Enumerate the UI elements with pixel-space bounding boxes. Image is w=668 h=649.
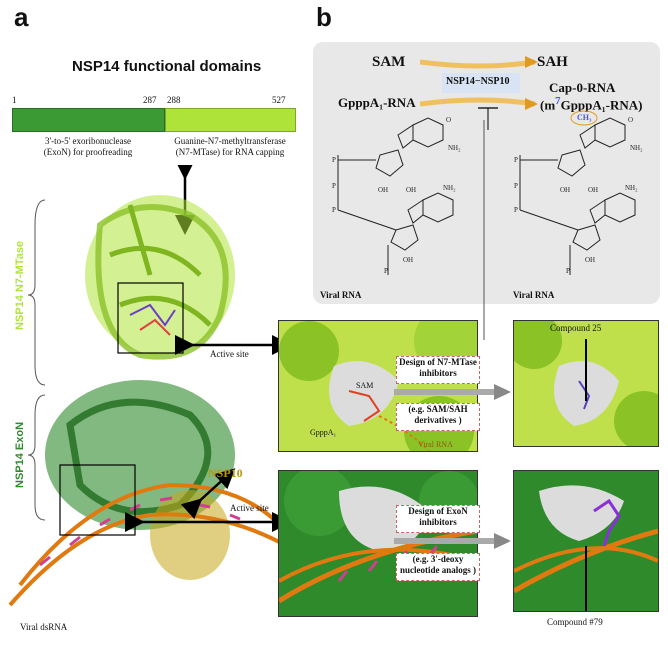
product-prefix: (m xyxy=(540,97,556,113)
svg-text:NH₂: NH₂ xyxy=(630,144,643,152)
panel-letter-b: b xyxy=(316,2,332,32)
cap0-structure-right: P P P OH OH O NH₂ NH₂ OH P xyxy=(514,110,643,275)
tick-288: 288 xyxy=(167,95,181,105)
mtase-brace xyxy=(27,199,46,386)
domains-title: NSP14 functional domains xyxy=(72,58,262,75)
design-exon-line-1: Design of ExoN xyxy=(408,506,468,516)
sam-label: SAM xyxy=(372,54,406,70)
label-nsp10: NSP10 xyxy=(208,466,243,480)
product-sup: 7 xyxy=(555,95,561,107)
svg-text:OH: OH xyxy=(378,186,388,194)
exon-desc-line-1: 3'-to-5' exoribonuclease xyxy=(45,136,131,146)
svg-text:P: P xyxy=(332,182,336,190)
svg-text:NH₂: NH₂ xyxy=(443,184,456,192)
compound-25-label: Compound 25 xyxy=(550,323,602,333)
example-mtase-line-1: (e.g. SAM/SAH xyxy=(408,404,468,414)
svg-text:NH₂: NH₂ xyxy=(625,184,638,192)
nsp14-structure-illustration xyxy=(8,165,290,607)
exon-desc-line-2: (ExoN) for proofreading xyxy=(43,147,133,157)
exon-domain-bar xyxy=(12,108,165,132)
label-nsp14-exon: NSP14 ExoN xyxy=(14,421,26,488)
example-exon-line-1: (e.g. 3'-deoxy xyxy=(412,554,464,564)
mtase-desc-line-1: Guanine-N7-methyltransferase xyxy=(174,136,286,146)
active-site-label-1: Active site xyxy=(210,349,249,359)
example-exon-line-2: nucleotide analogs ) xyxy=(399,565,476,575)
svg-text:OH: OH xyxy=(560,186,570,194)
tick-1: 1 xyxy=(12,95,17,105)
svg-text:P: P xyxy=(384,267,388,275)
viral-rna-in-pocket-label: Viral RNA xyxy=(418,440,453,449)
reaction-arrows xyxy=(420,56,538,130)
svg-text:OH: OH xyxy=(403,256,413,264)
mtase-active-site-box xyxy=(117,282,184,354)
gppp-structure-left: P P P OH OH O NH₂ NH₂ OH P xyxy=(332,116,461,275)
svg-text:O: O xyxy=(446,116,451,124)
product-label-2: (m7GpppA₁-RNA) xyxy=(540,95,643,113)
svg-text:P: P xyxy=(332,156,336,164)
example-mtase-box: (e.g. SAM/SAH derivatives ) xyxy=(396,403,480,431)
svg-text:OH: OH xyxy=(588,186,598,194)
active-site-label-2: Active site xyxy=(230,503,269,513)
tick-527: 527 xyxy=(272,95,286,105)
svg-text:O: O xyxy=(628,116,633,124)
ch3-label: CH₃ xyxy=(577,113,592,122)
sah-label: SAH xyxy=(537,54,568,70)
mtase-description: Guanine-N7-methyltransferase (N7-MTase) … xyxy=(160,136,300,158)
mtase-desc-line-2: (N7-MTase) for RNA capping xyxy=(175,147,285,157)
inhibition-line xyxy=(483,120,485,340)
svg-text:OH: OH xyxy=(406,186,416,194)
exon-design-arrow xyxy=(394,533,511,549)
tick-287: 287 xyxy=(143,95,157,105)
svg-text:NH₂: NH₂ xyxy=(448,144,461,152)
mtase-domain-bar xyxy=(165,108,296,132)
design-mtase-box: Design of N7-MTase inhibitors xyxy=(396,356,480,384)
example-exon-box: (e.g. 3'-deoxy nucleotide analogs ) xyxy=(396,553,480,581)
example-mtase-line-2: derivatives ) xyxy=(414,415,462,425)
design-mtase-line-1: Design of N7-MTase xyxy=(399,357,477,367)
svg-text:P: P xyxy=(514,182,518,190)
svg-text:P: P xyxy=(514,206,518,214)
svg-text:OH: OH xyxy=(585,256,595,264)
design-mtase-line-2: inhibitors xyxy=(419,368,457,378)
product-label-1: Cap-0-RNA xyxy=(549,80,616,95)
compound-79-image xyxy=(513,470,659,612)
panel-letter-a: a xyxy=(14,2,29,32)
svg-text:P: P xyxy=(566,267,570,275)
mtase-design-arrow xyxy=(394,384,511,400)
exon-active-site-box xyxy=(59,464,136,536)
svg-text:P: P xyxy=(514,156,518,164)
viral-dsrna-label: Viral dsRNA xyxy=(20,622,68,632)
nsp10-protein xyxy=(150,490,230,580)
design-exon-box: Design of ExoN inhibitors xyxy=(396,505,480,533)
label-nsp14-mtase: NSP14 N7-MTase xyxy=(14,240,26,330)
exon-brace xyxy=(27,394,46,521)
sam-in-pocket-label: SAM xyxy=(356,381,374,390)
product-suffix: GpppA₁-RNA) xyxy=(560,97,643,113)
compound-25-image xyxy=(513,320,659,447)
dsrna-strand-1 xyxy=(18,482,282,587)
substrate-label: GpppA₁-RNA xyxy=(338,95,416,110)
enzyme-label: NSP14−NSP10 xyxy=(446,76,510,87)
viral-rna-left: Viral RNA xyxy=(320,290,362,300)
design-exon-line-2: inhibitors xyxy=(419,517,457,527)
gppp-in-pocket-label: GpppA₁ xyxy=(310,428,337,437)
viral-rna-right: Viral RNA xyxy=(513,290,555,300)
compound-79-label: Compound #79 xyxy=(547,617,603,627)
exon-description: 3'-to-5' exoribonuclease (ExoN) for proo… xyxy=(28,136,148,158)
svg-text:P: P xyxy=(332,206,336,214)
